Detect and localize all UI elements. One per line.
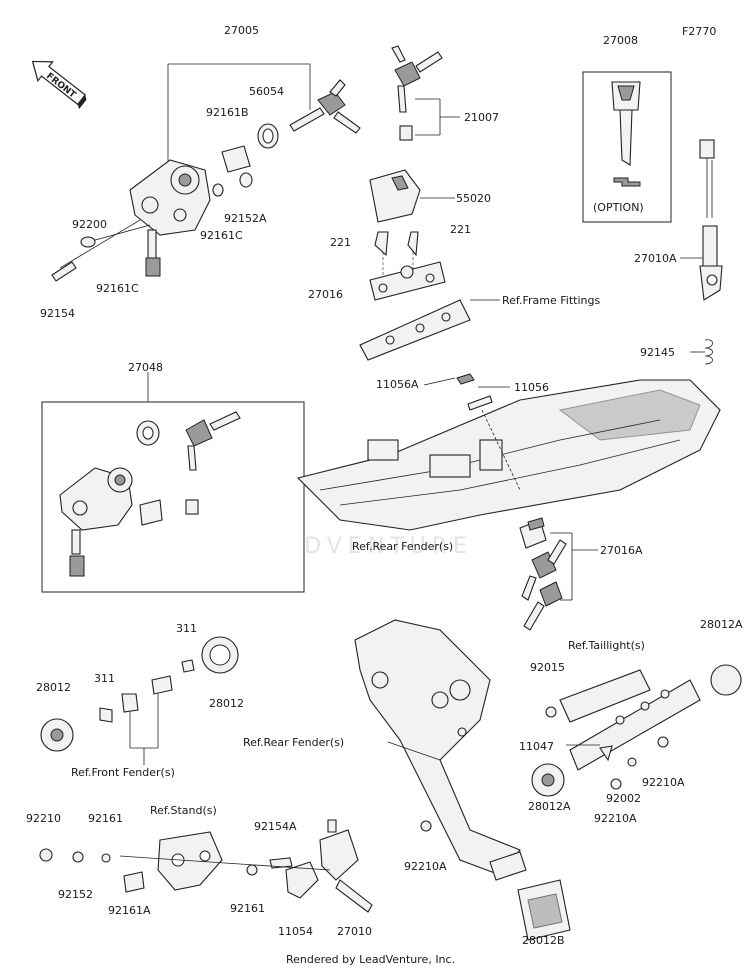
key-icon: [289, 79, 361, 134]
callout-ref-frame-fittings: Ref.Frame Fittings: [502, 294, 600, 307]
callout-92015: 92015: [530, 661, 565, 674]
collar-92161b: [221, 145, 251, 173]
callout-28012-b: 28012: [209, 697, 244, 710]
callout-11056a: 11056A: [376, 378, 419, 391]
callout-92210a-a: 92210A: [642, 776, 685, 789]
callout-27008: 27008: [603, 34, 638, 47]
callout-27016a: 27016A: [600, 544, 643, 557]
callout-92154a: 92154A: [254, 820, 297, 833]
callout-92161a: 92161A: [108, 904, 151, 917]
callout-11054: 11054: [278, 925, 313, 938]
callout-ref-rear-fender-2: Ref.Rear Fender(s): [243, 736, 344, 749]
callout-92210: 92210: [26, 812, 61, 825]
callout-28012b: 28012B: [522, 934, 565, 947]
callout-27005: 27005: [224, 24, 259, 37]
figure-code: F2770: [682, 25, 716, 38]
seat-lock-bracket: [359, 169, 500, 361]
ignition-sensor-27010a: [680, 139, 723, 365]
footer-credit: Rendered by LeadVenture, Inc.: [286, 953, 455, 966]
callout-27048: 27048: [128, 361, 163, 374]
front-reflector-group: [40, 636, 239, 765]
callout-ref-front-fender: Ref.Front Fender(s): [71, 766, 175, 779]
front-arrow-icon: FRONT: [31, 60, 87, 110]
callout-221-a: 221: [330, 236, 351, 249]
callout-92161-b: 92161: [230, 902, 265, 915]
callout-311-a: 311: [176, 622, 197, 635]
callout-92154: 92154: [40, 307, 75, 320]
license-plate-bracket: [354, 619, 571, 941]
callout-27010: 27010: [337, 925, 372, 938]
callout-28012a-top: 28012A: [700, 618, 743, 631]
callout-27016: 27016: [308, 288, 343, 301]
callout-92210a-c: 92210A: [404, 860, 447, 873]
option-note: (OPTION): [593, 201, 644, 214]
callout-28012a-bot: 28012A: [528, 800, 571, 813]
callout-ref-stand: Ref.Stand(s): [150, 804, 217, 817]
callout-311-b: 311: [94, 672, 115, 685]
callout-92161: 92161: [88, 812, 123, 825]
callout-92210a-b: 92210A: [594, 812, 637, 825]
callout-ref-rear-fender-1: Ref.Rear Fender(s): [352, 540, 453, 553]
ignition-switch-assembly: [59, 63, 311, 277]
rear-frame-fender: [296, 373, 721, 531]
callout-92145: 92145: [640, 346, 675, 359]
callout-92161b: 92161B: [206, 106, 249, 119]
callout-27010a: 27010A: [634, 252, 677, 265]
kit-contents: [59, 411, 241, 577]
callout-56054: 56054: [249, 85, 284, 98]
callout-92002: 92002: [606, 792, 641, 805]
rear-reflector-group: [420, 664, 742, 832]
callout-92152: 92152: [58, 888, 93, 901]
callout-221-b: 221: [450, 223, 471, 236]
key-blank-icon: [611, 81, 641, 187]
callout-92161c-b: 92161C: [96, 282, 139, 295]
seat-lock-27016a: [519, 517, 598, 631]
callout-11056: 11056: [514, 381, 549, 394]
callout-92200: 92200: [72, 218, 107, 231]
stand-switch-group: [39, 819, 373, 913]
callout-92152a: 92152A: [224, 212, 267, 225]
callout-55020: 55020: [456, 192, 491, 205]
callout-92161c-a: 92161C: [200, 229, 243, 242]
key-set-21007: [391, 45, 460, 141]
callout-28012-a: 28012: [36, 681, 71, 694]
callout-21007: 21007: [464, 111, 499, 124]
callout-11047: 11047: [519, 740, 554, 753]
callout-ref-taillight: Ref.Taillight(s): [568, 639, 645, 652]
